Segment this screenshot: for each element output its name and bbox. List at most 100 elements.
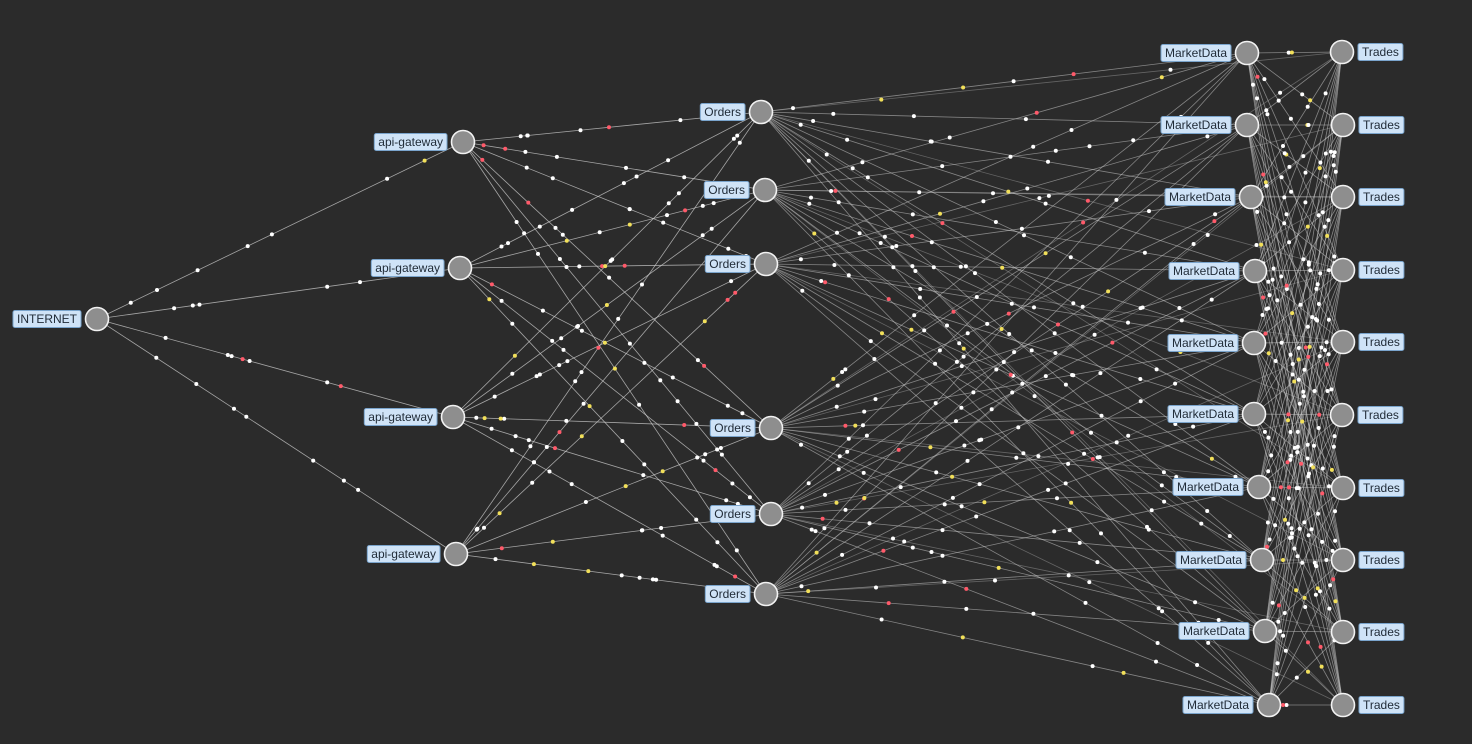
trades-node-circle[interactable] [1330, 619, 1356, 645]
trades-node-circle[interactable] [1330, 475, 1356, 501]
packet-dot-551 [1262, 429, 1267, 434]
orders-node-4[interactable]: Orders [709, 415, 784, 441]
trades-node-circle[interactable] [1330, 547, 1356, 573]
packet-dot-476 [1270, 277, 1275, 282]
packet-dot-172 [530, 480, 535, 485]
trades-node-circle[interactable] [1330, 257, 1356, 283]
marketdata-node-10[interactable]: MarketData [1182, 692, 1282, 718]
api-gateway-node-1[interactable]: api-gateway [373, 129, 476, 155]
packet-dot-628 [1320, 491, 1325, 496]
api-gateway-node-circle[interactable] [447, 255, 473, 281]
packet-dot-632 [1328, 583, 1333, 588]
marketdata-node-5[interactable]: MarketData [1167, 330, 1267, 356]
packet-dot-95 [489, 282, 494, 287]
internet-node-1[interactable]: INTERNET [12, 306, 110, 332]
orders-node-circle[interactable] [753, 251, 779, 277]
marketdata-node-circle[interactable] [1256, 692, 1282, 718]
packet-dot-398 [999, 327, 1004, 331]
marketdata-node-circle[interactable] [1241, 401, 1267, 427]
trades-node-3[interactable]: Trades [1330, 184, 1405, 210]
trades-node-1[interactable]: Trades [1329, 39, 1404, 65]
marketdata-node-circle[interactable] [1241, 330, 1267, 356]
packet-dot-21 [225, 353, 230, 357]
packet-dot-317 [912, 313, 917, 318]
api-gateway-node-3[interactable]: api-gateway [363, 404, 466, 430]
packet-dot-380 [898, 485, 903, 490]
marketdata-node-1[interactable]: MarketData [1160, 40, 1260, 66]
marketdata-node-3[interactable]: MarketData [1164, 184, 1264, 210]
orders-node-3[interactable]: Orders [704, 251, 779, 277]
trades-node-10[interactable]: Trades [1330, 692, 1405, 718]
packet-dot-626 [1275, 661, 1280, 666]
packet-dot-82 [597, 230, 602, 235]
packet-dot-32 [525, 133, 530, 138]
api-gateway-node-4[interactable]: api-gateway [366, 541, 469, 567]
marketdata-node-circle[interactable] [1252, 618, 1278, 644]
packet-layer [128, 50, 1341, 707]
packet-dot-562 [1315, 282, 1320, 287]
packet-dot-36 [503, 146, 508, 151]
orders-node-circle[interactable] [752, 177, 778, 203]
marketdata-node-4[interactable]: MarketData [1168, 258, 1268, 284]
trades-node-circle[interactable] [1329, 39, 1355, 65]
marketdata-label-box [1182, 696, 1254, 714]
orders-node-circle[interactable] [753, 581, 779, 607]
packet-dot-584 [1289, 453, 1294, 458]
edge-31 [760, 111, 1252, 198]
marketdata-node-7[interactable]: MarketData [1172, 474, 1272, 500]
packet-dot-234 [961, 346, 966, 351]
orders-node-circle[interactable] [748, 99, 774, 125]
packet-dot-568 [1305, 442, 1310, 447]
orders-node-5[interactable]: Orders [709, 501, 784, 527]
orders-node-2[interactable]: Orders [703, 177, 778, 203]
packet-dot-193 [619, 573, 624, 578]
packet-dot-308 [1090, 457, 1095, 461]
packet-dot-112 [694, 517, 699, 522]
marketdata-node-circle[interactable] [1242, 258, 1268, 284]
marketdata-node-9[interactable]: MarketData [1178, 618, 1278, 644]
marketdata-node-2[interactable]: MarketData [1160, 112, 1260, 138]
trades-node-circle[interactable] [1330, 184, 1356, 210]
packet-dot-64 [734, 548, 739, 553]
orders-node-1[interactable]: Orders [699, 99, 774, 125]
packet-dot-15 [240, 357, 245, 362]
edge-191 [760, 111, 1344, 489]
marketdata-node-8[interactable]: MarketData [1175, 547, 1275, 573]
marketdata-node-circle[interactable] [1246, 474, 1272, 500]
packet-dot-163 [557, 430, 562, 435]
packet-dot-247 [829, 189, 834, 193]
marketdata-node-circle[interactable] [1234, 112, 1260, 138]
api-gateway-node-2[interactable]: api-gateway [370, 255, 473, 281]
orders-node-circle[interactable] [758, 415, 784, 441]
packet-dot-298 [1138, 377, 1143, 381]
orders-node-circle[interactable] [758, 501, 784, 527]
trades-node-label: Trades [1363, 190, 1400, 204]
trades-node-7[interactable]: Trades [1330, 475, 1405, 501]
trades-node-8[interactable]: Trades [1330, 547, 1405, 573]
marketdata-node-label: MarketData [1187, 698, 1249, 712]
packet-dot-535 [1313, 592, 1318, 597]
api-gateway-node-circle[interactable] [443, 541, 469, 567]
trades-node-circle[interactable] [1330, 692, 1356, 718]
internet-node-circle[interactable] [84, 306, 110, 332]
trades-node-6[interactable]: Trades [1329, 402, 1404, 428]
packet-dot-255 [807, 201, 812, 206]
api-gateway-node-circle[interactable] [450, 129, 476, 155]
trades-node-2[interactable]: Trades [1330, 112, 1405, 138]
packet-dot-558 [1290, 311, 1295, 316]
trades-node-5[interactable]: Trades [1330, 329, 1405, 355]
orders-node-6[interactable]: Orders [704, 581, 779, 607]
marketdata-node-6[interactable]: MarketData [1167, 401, 1267, 427]
api-gateway-node-circle[interactable] [440, 404, 466, 430]
trades-node-circle[interactable] [1330, 112, 1356, 138]
packet-dot-538 [1266, 351, 1271, 356]
trades-node-circle[interactable] [1329, 402, 1355, 428]
trades-node-9[interactable]: Trades [1330, 619, 1405, 645]
marketdata-node-circle[interactable] [1238, 184, 1264, 210]
trades-node-4[interactable]: Trades [1330, 257, 1405, 283]
marketdata-node-circle[interactable] [1249, 547, 1275, 573]
trades-node-circle[interactable] [1330, 329, 1356, 355]
packet-dot-272 [886, 297, 891, 302]
marketdata-node-circle[interactable] [1234, 40, 1260, 66]
